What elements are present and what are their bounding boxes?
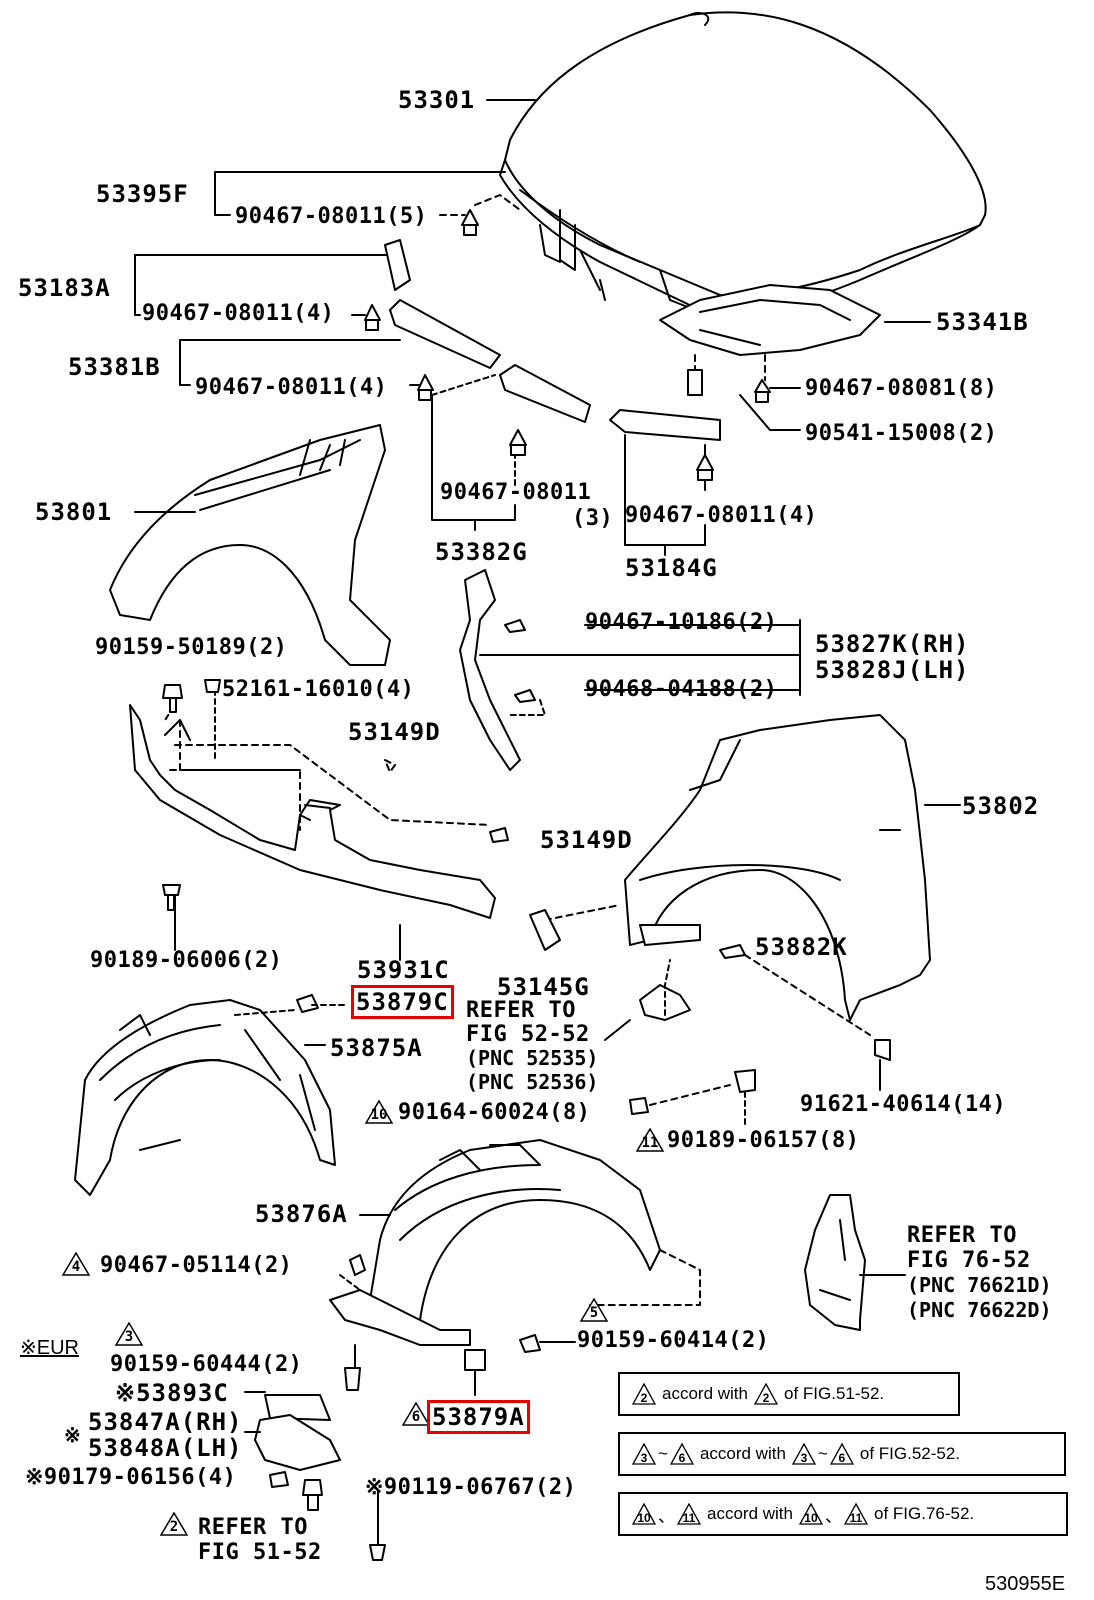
label-53893c: ※53893C bbox=[115, 1379, 229, 1407]
label-fig-76-52: FIG 76-52 bbox=[907, 1248, 1031, 1273]
note-triangle: 2 bbox=[753, 1383, 778, 1405]
label-53827k: 53827K(RH) bbox=[815, 630, 970, 658]
label-90467-08011-4a: 90467-08011(4) bbox=[142, 301, 335, 326]
liner-53876a bbox=[329, 1139, 701, 1396]
label-90467-08011-5: 90467-08011(5) bbox=[235, 204, 428, 229]
label-star: ※ bbox=[64, 1423, 81, 1447]
label-refer-fig-51-52: REFER TO bbox=[198, 1515, 308, 1540]
illustration-code: 530955E bbox=[985, 1573, 1066, 1595]
label-53149d-b: 53149D bbox=[540, 826, 633, 854]
label-90467-05114: 90467-05114(2) bbox=[100, 1253, 293, 1278]
label-90119-06767: ※90119-06767(2) bbox=[365, 1475, 577, 1500]
note-triangle: 11 bbox=[677, 1503, 701, 1525]
label-fig-52-52: FIG 52-52 bbox=[466, 1022, 590, 1047]
lower-brackets bbox=[244, 1344, 386, 1561]
label-90189-06006: 90189-06006(2) bbox=[90, 948, 283, 973]
label-pnc-52535: (PNC 52535) bbox=[466, 1046, 599, 1070]
label-fig-51-52: FIG 51-52 bbox=[198, 1540, 322, 1565]
bracket-53827k bbox=[459, 569, 801, 771]
note-triangle: 3 bbox=[791, 1443, 816, 1465]
note-triangle: 2 bbox=[632, 1383, 656, 1405]
label-53149d-a: 53149D bbox=[348, 718, 441, 746]
label-90159-50189: 90159-50189(2) bbox=[95, 635, 288, 660]
label-53184g: 53184G bbox=[625, 554, 718, 582]
label-90189-06157: 90189-06157(8) bbox=[667, 1128, 860, 1153]
label-91621-40614: 91621-40614(14) bbox=[800, 1092, 1007, 1117]
triangle-3: 3 bbox=[114, 1321, 144, 1346]
triangle-11: 11 bbox=[635, 1127, 665, 1152]
note-triangle: 10 bbox=[798, 1503, 823, 1525]
triangle-2: 2 bbox=[159, 1511, 189, 1536]
note-triangle: 6 bbox=[669, 1443, 694, 1465]
label-53847a: 53847A(RH) bbox=[88, 1408, 243, 1436]
label-53876a: 53876A bbox=[255, 1200, 348, 1228]
label-53848a: 53848A(LH) bbox=[88, 1434, 243, 1462]
label-90467-10186: 90467-10186(2) bbox=[585, 610, 778, 635]
label-pnc-52536: (PNC 52536) bbox=[466, 1070, 599, 1094]
mud-flap bbox=[804, 1194, 906, 1331]
label-53875a: 53875A bbox=[330, 1034, 423, 1062]
label-53183a: 53183A bbox=[18, 274, 111, 302]
clip-icons bbox=[364, 209, 771, 481]
label-90541-15008: 90541-15008(2) bbox=[805, 421, 998, 446]
label-90164-60024: 90164-60024(8) bbox=[398, 1100, 591, 1125]
triangle-5: 5 bbox=[579, 1297, 609, 1322]
label-90467-08011-4c: 90467-08011(4) bbox=[625, 503, 818, 528]
liner-53875a bbox=[74, 999, 336, 1196]
label-90159-60414: 90159-60414(2) bbox=[577, 1328, 770, 1353]
label-53341b: 53341B bbox=[936, 308, 1029, 336]
label-53395f: 53395F bbox=[96, 180, 189, 208]
hood-insulator-53341b bbox=[659, 284, 881, 356]
label-53382g: 53382G bbox=[435, 538, 528, 566]
label-53882k: 53882K bbox=[755, 933, 848, 961]
label-eur: ※EUR bbox=[20, 1337, 79, 1359]
triangle-6: 6 bbox=[401, 1401, 431, 1426]
triangle-4: 4 bbox=[61, 1251, 91, 1276]
label-53931c: 53931C bbox=[357, 956, 450, 984]
note-triangle: 6 bbox=[829, 1443, 854, 1465]
label-53381b: 53381B bbox=[68, 353, 161, 381]
label-53879c-highlighted: 53879C bbox=[351, 985, 454, 1019]
fender-53802 bbox=[624, 714, 961, 1036]
label-pnc-76622d: (PNC 76622D) bbox=[907, 1298, 1052, 1322]
triangle-10: 10 bbox=[364, 1099, 394, 1124]
label-90467-08011-4b: 90467-08011(4) bbox=[195, 375, 388, 400]
note-fig-51-52: 2 accord with 2 of FIG.51-52. bbox=[618, 1372, 960, 1416]
label-52161-16010: 52161-16010(4) bbox=[222, 677, 415, 702]
note-fig-76-52: 10 、 11 accord with 10 、 11 of FIG.76-52… bbox=[618, 1492, 1068, 1536]
label-90179-06156: ※90179-06156(4) bbox=[25, 1465, 237, 1490]
label-pnc-76621d: (PNC 76621D) bbox=[907, 1273, 1052, 1297]
label-53801: 53801 bbox=[35, 498, 113, 526]
label-qty-3: (3) bbox=[572, 506, 614, 531]
note-fig-52-52: 3 ~ 6 accord with 3 ~ 6 of FIG.52-52. bbox=[618, 1432, 1066, 1476]
label-refer-fig-52-52: REFER TO bbox=[466, 998, 576, 1023]
label-90467-08011-c: 90467-08011 bbox=[440, 480, 592, 505]
apron-53801 bbox=[109, 424, 391, 666]
label-53802: 53802 bbox=[962, 792, 1040, 820]
label-refer-fig-76-52: REFER TO bbox=[907, 1223, 1017, 1248]
label-53301: 53301 bbox=[398, 86, 476, 114]
label-53879a-highlighted: 53879A bbox=[427, 1400, 530, 1434]
label-90467-08081: 90467-08081(8) bbox=[805, 376, 998, 401]
label-53828j: 53828J(LH) bbox=[815, 656, 970, 684]
hood-53301 bbox=[499, 11, 987, 321]
note-triangle: 10 bbox=[632, 1503, 656, 1525]
label-90159-60444: 90159-60444(2) bbox=[110, 1352, 303, 1377]
label-90468-04188: 90468-04188(2) bbox=[585, 677, 778, 702]
label-53145g: 53145G bbox=[497, 973, 590, 1001]
note-triangle: 11 bbox=[843, 1503, 868, 1525]
note-triangle: 3 bbox=[632, 1443, 656, 1465]
